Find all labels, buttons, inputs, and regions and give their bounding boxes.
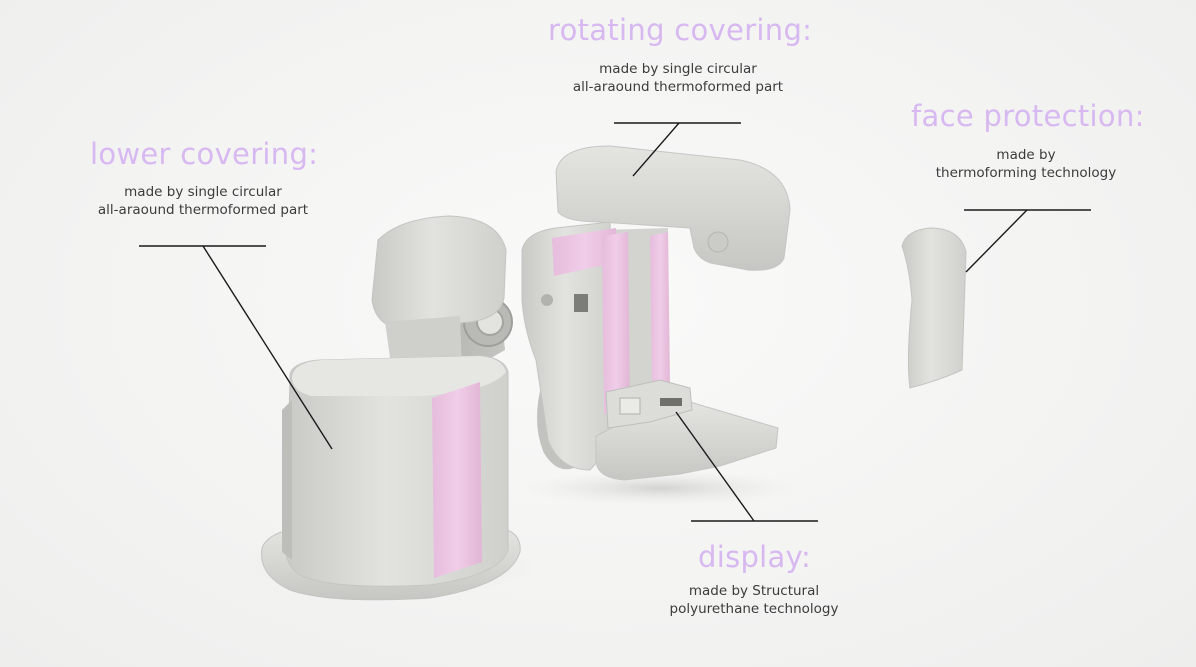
rotating-accent-panel — [552, 228, 618, 276]
rotating-covering-unit — [520, 145, 800, 506]
lower-covering-unit — [242, 215, 542, 601]
lower-covering-description: made by single circular all-araound ther… — [72, 183, 334, 219]
face-protection-shell — [901, 227, 967, 389]
lower-leader-pointer — [202, 245, 333, 450]
face-protection-line2: thermoforming technology — [935, 165, 1117, 181]
face-protection-description: made by thermoforming technology — [906, 146, 1146, 182]
lower-covering-line1: made by single circular — [124, 184, 282, 200]
c-arm-knob — [707, 231, 729, 253]
rotating-column — [521, 221, 617, 471]
face-protection-part — [901, 227, 967, 389]
rotating-accent-strip-1 — [602, 232, 630, 414]
display-leader-pointer — [675, 411, 755, 522]
rotating-covering-line1: made by single circular — [599, 61, 757, 77]
lower-covering-line2: all-araound thermoformed part — [97, 202, 309, 218]
face-protection-line1: made by — [996, 147, 1056, 163]
display-title: display: — [698, 540, 812, 574]
rotating-covering-line2: all-araound thermoformed part — [572, 79, 784, 95]
leader-lines — [139, 122, 1091, 522]
display-description: made by Structural polyurethane technolo… — [648, 582, 860, 618]
rotating-c-arm — [555, 145, 791, 271]
lower-body-top — [292, 356, 506, 396]
lower-covering-title: lower covering: — [90, 137, 319, 171]
lower-accent-panel — [432, 382, 482, 578]
display-slot — [660, 398, 682, 406]
display-block — [605, 379, 693, 429]
face-protection-title: face protection: — [911, 99, 1145, 133]
rotating-accent-strip-2 — [650, 232, 670, 388]
display-line2: polyurethane technology — [669, 601, 839, 617]
display-screen — [619, 397, 641, 415]
lower-body-side — [282, 400, 292, 560]
rotating-covering-title: rotating covering: — [548, 13, 813, 47]
display-line1: made by Structural — [688, 583, 820, 599]
lower-head-rest — [371, 215, 507, 329]
column-window — [574, 294, 588, 312]
column-port — [541, 294, 553, 306]
rotating-leader-pointer — [632, 122, 680, 177]
face-leader-pointer — [965, 209, 1028, 273]
rotating-unit-shadow — [520, 470, 800, 506]
rotating-covering-description: made by single circular all-araound ther… — [548, 60, 808, 96]
